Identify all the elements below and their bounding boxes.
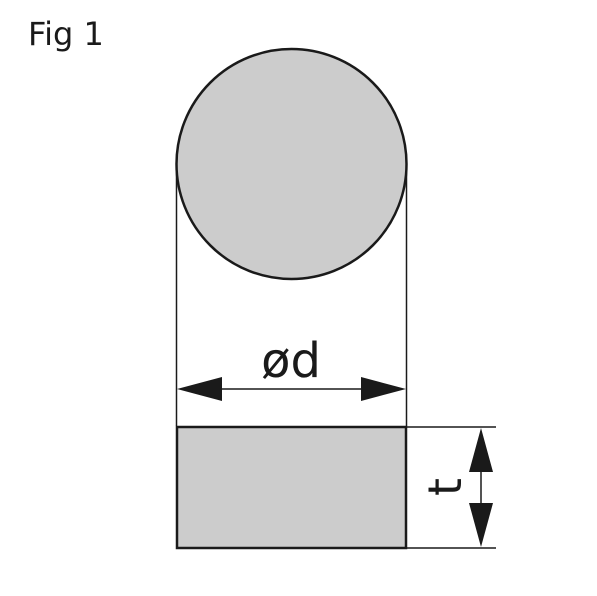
diameter-label: ød <box>261 333 321 389</box>
figure-label: Fig 1 <box>28 15 104 53</box>
thickness-label: t <box>418 478 472 496</box>
diameter-arrow-left <box>177 377 222 401</box>
thickness-arrow-bottom <box>469 503 493 547</box>
disc-top-view-circle <box>175 47 408 281</box>
thickness-arrow-top <box>469 428 493 472</box>
disc-side-view-rect <box>175 425 408 550</box>
diameter-arrow-right <box>361 377 406 401</box>
